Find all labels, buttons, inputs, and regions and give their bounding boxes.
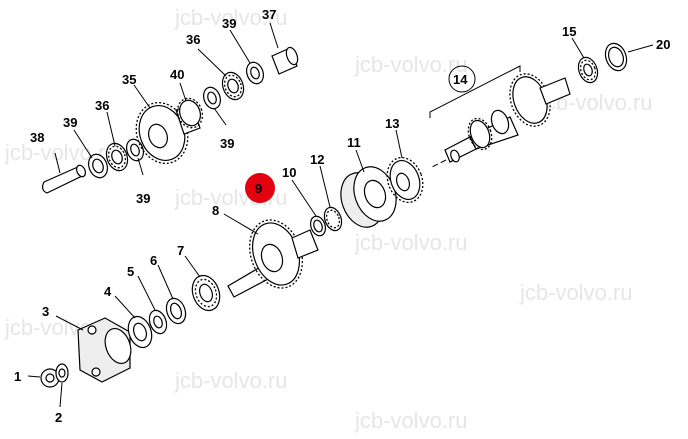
gear-13 bbox=[386, 156, 424, 204]
label-38: 38 bbox=[30, 130, 44, 145]
label-39-mid: 39 bbox=[220, 136, 234, 151]
label-15: 15 bbox=[562, 24, 576, 39]
label-7: 7 bbox=[177, 243, 184, 258]
bearing-7 bbox=[191, 274, 221, 312]
label-39-lower: 39 bbox=[136, 191, 150, 206]
ring-10 bbox=[309, 215, 327, 237]
label-39-left: 39 bbox=[63, 115, 77, 130]
input-shaft-8 bbox=[227, 219, 319, 298]
watermark-7: jcb-volvo.ru bbox=[519, 280, 632, 305]
label-35: 35 bbox=[122, 72, 136, 87]
watermark-2: jcb-volvo.ru bbox=[354, 52, 467, 77]
label-36-top: 36 bbox=[186, 32, 200, 47]
label-9: 9 bbox=[255, 181, 262, 196]
output-shaft-14 bbox=[444, 73, 571, 163]
yoke-3 bbox=[77, 317, 132, 383]
label-2: 2 bbox=[55, 410, 62, 425]
washer-39-left bbox=[87, 153, 109, 179]
gear-40 bbox=[176, 97, 204, 129]
label-6: 6 bbox=[150, 253, 157, 268]
label-13: 13 bbox=[385, 116, 399, 131]
bearing-36-top bbox=[221, 71, 245, 101]
bearing-36-left bbox=[105, 142, 129, 172]
washer-39-top bbox=[245, 61, 265, 85]
label-14: 14 bbox=[453, 72, 468, 87]
label-40: 40 bbox=[170, 67, 184, 82]
sleeve-37 bbox=[271, 46, 299, 75]
label-4: 4 bbox=[104, 284, 112, 299]
washer-39-mid bbox=[202, 86, 222, 110]
watermark-9: jcb-volvo.ru bbox=[174, 368, 287, 393]
ring-20 bbox=[604, 42, 628, 72]
label-12: 12 bbox=[310, 152, 324, 167]
label-20: 20 bbox=[656, 37, 670, 52]
watermark-10: jcb-volvo.ru bbox=[354, 408, 467, 433]
label-8: 8 bbox=[212, 203, 219, 218]
label-11: 11 bbox=[347, 135, 361, 150]
axis-line bbox=[429, 159, 447, 169]
label-39-top: 39 bbox=[222, 16, 236, 31]
washer-2 bbox=[55, 363, 69, 383]
bearing-12 bbox=[323, 206, 343, 232]
label-1: 1 bbox=[14, 369, 21, 384]
label-14-circle bbox=[448, 65, 476, 93]
label-36-left: 36 bbox=[95, 98, 109, 113]
watermark-1: jcb-volvo.ru bbox=[174, 5, 287, 30]
bracket-14 bbox=[429, 65, 521, 118]
callout-labels: 38 39 36 39 35 40 36 39 39 37 1 2 3 4 5 … bbox=[14, 7, 670, 425]
label-37: 37 bbox=[262, 7, 276, 22]
highlight-marker-9 bbox=[245, 173, 275, 203]
bearing-15 bbox=[577, 56, 599, 84]
leader-lines bbox=[27, 22, 654, 408]
seal-4 bbox=[127, 315, 153, 349]
watermark-6: jcb-volvo.ru bbox=[354, 230, 467, 255]
idler-shaft-38 bbox=[41, 164, 87, 194]
washer-5 bbox=[148, 309, 168, 335]
label-5: 5 bbox=[127, 264, 134, 279]
label-10: 10 bbox=[282, 165, 296, 180]
watermarks: jcb-volvo.ru jcb-volvo.ru jcb-volvo.ru j… bbox=[4, 5, 652, 433]
ring-6 bbox=[165, 297, 187, 325]
label-3: 3 bbox=[42, 304, 49, 319]
synchro-hub-11 bbox=[340, 166, 397, 228]
